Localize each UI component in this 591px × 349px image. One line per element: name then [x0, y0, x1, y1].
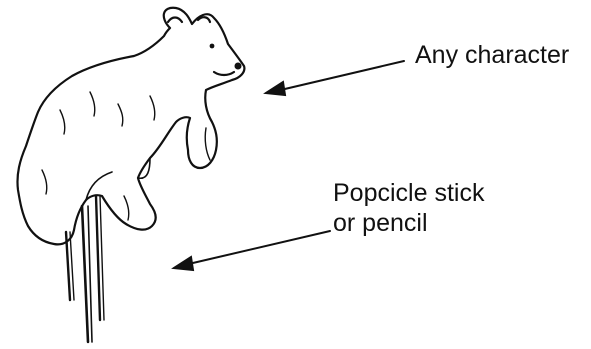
character-label: Any character	[415, 41, 570, 69]
stick-label: Popcicle stick or pencil	[333, 178, 484, 238]
character-arrowhead	[263, 80, 287, 97]
stick-arrowhead	[171, 255, 195, 272]
stick-label-line-2: or pencil	[333, 209, 428, 237]
bear-figure	[16, 6, 246, 246]
stick-label-line-1: Popcicle stick	[333, 179, 485, 207]
character-arrow	[271, 60, 405, 93]
stick-figure	[64, 194, 105, 344]
stick-arrow	[179, 230, 331, 267]
